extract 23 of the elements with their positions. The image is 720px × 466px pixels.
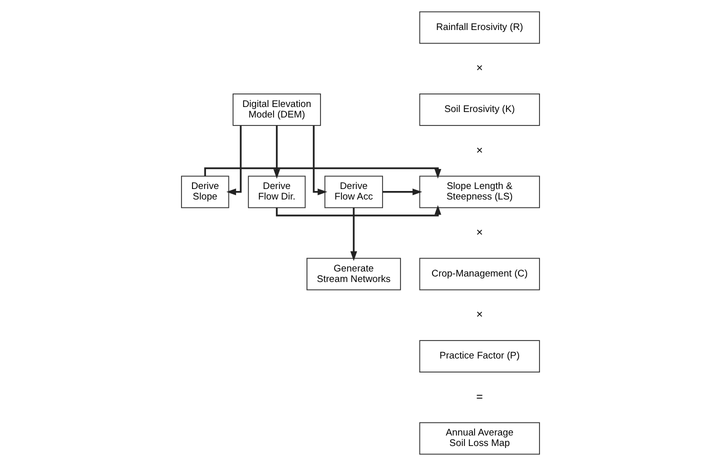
node-box: Digital Elevation Model (DEM) bbox=[232, 94, 320, 126]
node-box: Generate Stream Networks bbox=[306, 258, 400, 290]
node-box: Annual Average Soil Loss Map bbox=[418, 422, 540, 455]
node-box: Derive Flow Dir. bbox=[247, 176, 306, 208]
arrow bbox=[382, 188, 422, 196]
node-box: Slope Length & Steepness (LS) bbox=[418, 176, 540, 208]
node-box: Practice Factor (P) bbox=[418, 340, 540, 372]
node-box: Soil Erosivity (K) bbox=[418, 94, 540, 126]
label: = bbox=[476, 391, 482, 404]
label: × bbox=[476, 309, 482, 322]
node-box: Rainfall Erosivity (R) bbox=[418, 11, 540, 44]
arrow bbox=[350, 208, 357, 261]
label: × bbox=[476, 62, 482, 75]
node-box: Crop-Management (C) bbox=[418, 258, 540, 290]
arrow bbox=[312, 126, 327, 196]
node-box: Derive Slope bbox=[180, 176, 229, 208]
arrow bbox=[226, 126, 242, 196]
arrow bbox=[275, 205, 441, 216]
arrow bbox=[272, 126, 280, 179]
label: × bbox=[476, 226, 482, 239]
arrow bbox=[204, 167, 441, 179]
node-box: Derive Flow Acc bbox=[324, 176, 383, 208]
label: × bbox=[476, 144, 482, 157]
